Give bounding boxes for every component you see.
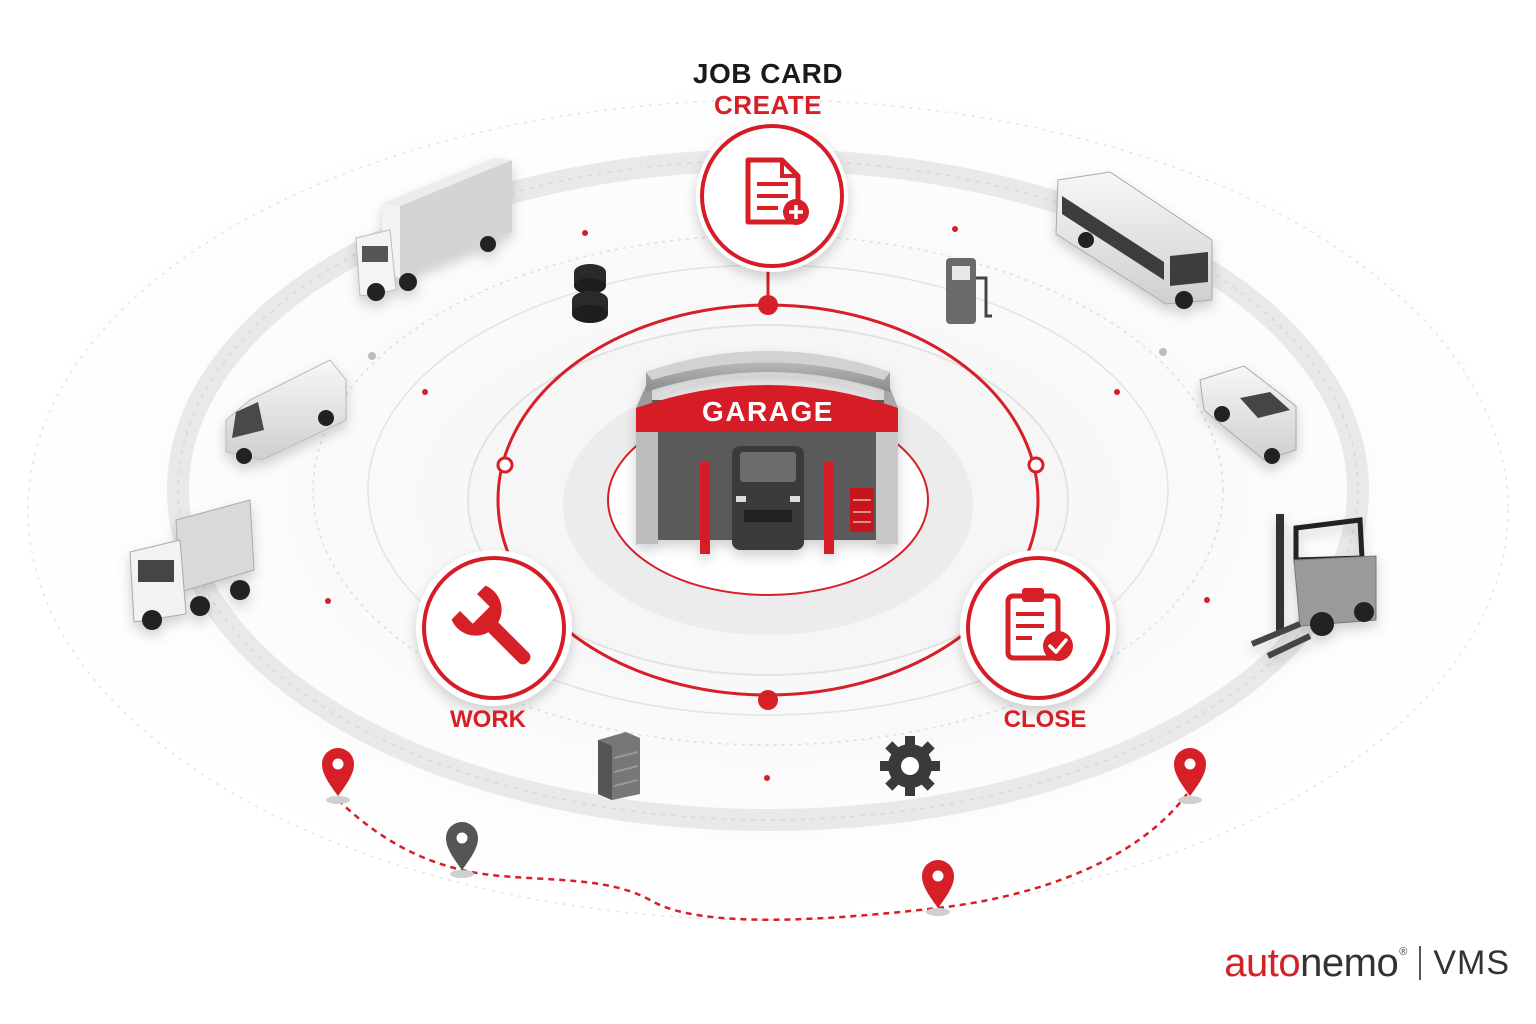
route-path bbox=[337, 789, 1192, 921]
ring-dot bbox=[1114, 389, 1120, 395]
work-label: WORK bbox=[450, 706, 526, 733]
tyres-icon bbox=[572, 264, 608, 323]
forklift bbox=[1250, 514, 1377, 659]
ring-dot bbox=[1204, 597, 1210, 603]
bus bbox=[1055, 171, 1213, 309]
garage-sign: GARAGE bbox=[702, 396, 834, 427]
ring-dot bbox=[325, 598, 331, 604]
brand-name-dark: nemo bbox=[1300, 940, 1399, 985]
tool-cabinet-icon bbox=[598, 732, 640, 800]
brand-divider bbox=[1419, 946, 1422, 980]
registered-mark: ® bbox=[1399, 946, 1408, 958]
brand-product: VMS bbox=[1433, 943, 1510, 982]
map-pin-icon bbox=[922, 860, 954, 916]
brand-name-red: auto bbox=[1224, 940, 1301, 985]
job-card-title: JOB CARD bbox=[692, 58, 844, 89]
map-pin-icon bbox=[1174, 748, 1206, 804]
map-pin-icon bbox=[446, 822, 478, 878]
ring-dot bbox=[368, 352, 376, 360]
right-ring-node bbox=[1027, 456, 1045, 474]
ring-dot bbox=[422, 389, 428, 395]
gear-icon bbox=[880, 736, 940, 796]
map-pin-icon bbox=[322, 748, 354, 804]
left-ring-node bbox=[496, 456, 514, 474]
create-label: CREATE bbox=[714, 90, 822, 120]
tipper-truck bbox=[129, 499, 255, 630]
brand-logo: auto nemo ® VMS bbox=[1200, 938, 1510, 988]
box-truck bbox=[355, 158, 512, 301]
fuel-pump-icon bbox=[946, 258, 992, 324]
ring-dot bbox=[582, 230, 588, 236]
wrench-icon bbox=[451, 585, 531, 665]
document-plus-icon bbox=[745, 157, 809, 225]
van bbox=[225, 359, 347, 464]
clipboard-check-icon bbox=[1005, 588, 1073, 661]
ring-dot bbox=[764, 775, 770, 781]
ring-dot bbox=[952, 226, 958, 232]
garage-building bbox=[636, 351, 898, 554]
bottom-connector-dot bbox=[758, 690, 778, 710]
outer-dotted-ring bbox=[27, 99, 1509, 921]
pickup-truck bbox=[1199, 365, 1297, 464]
ring-dot bbox=[1159, 348, 1167, 356]
close-label: CLOSE bbox=[1003, 706, 1087, 733]
